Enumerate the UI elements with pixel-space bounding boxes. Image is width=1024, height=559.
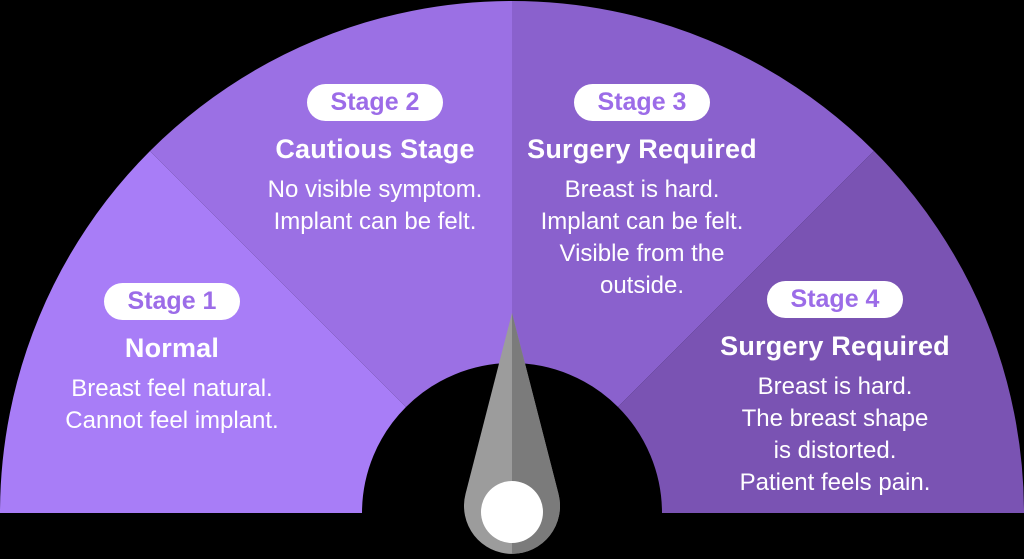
stage2-description: No visible symptom. Implant can be felt. [267,176,483,235]
stage1-title: Normal [124,333,220,363]
stage3-title: Surgery Required [527,134,757,164]
stage4-sector [618,151,1024,513]
stage2-label-group: Stage 2 Cautious Stage No visible sympto… [250,84,500,238]
stage3-description: Breast is hard. Implant can be felt. Vis… [540,176,744,299]
gauge-needle [464,313,560,554]
stage3-label-group: Stage 3 Surgery Required Breast is hard.… [517,84,767,302]
stage2-badge: Stage 2 [306,84,444,121]
stage2-title: Cautious Stage [275,134,475,164]
stage3-badge: Stage 3 [573,84,711,121]
stage4-description: Breast is hard. The breast shape is dist… [739,373,931,496]
stage4-badge: Stage 4 [766,281,904,318]
stage4-title: Surgery Required [720,331,950,361]
stage1-description: Breast feel natural. Cannot feel implant… [65,375,279,434]
stage1-label-group: Stage 1 Normal Breast feel natural. Cann… [47,283,297,437]
stage1-badge: Stage 1 [103,283,241,320]
needle-hub-circle [481,481,543,543]
stage4-label-group: Stage 4 Surgery Required Breast is hard.… [710,281,960,499]
stage1-sector [0,151,406,513]
